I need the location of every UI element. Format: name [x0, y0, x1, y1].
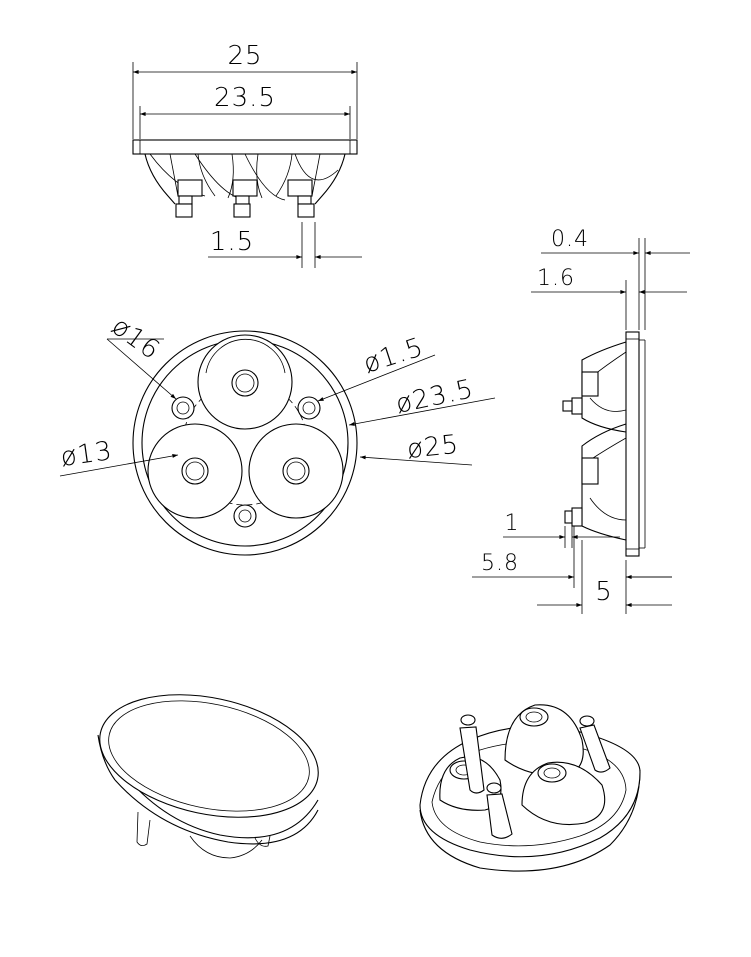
dim-label-1: 1 [505, 511, 520, 536]
top-elevation-view: 25 23.5 1.5 [132, 41, 362, 268]
side-elevation-view: 0.4 1.6 1 5.8 5 [472, 227, 690, 614]
outer-circle-25 [132, 330, 358, 556]
dia-label-23-5: ø23.5 [393, 374, 476, 420]
dim-label-5: 5 [595, 577, 613, 607]
lens-flange [132, 139, 358, 155]
dim-label-1-6: 1.6 [537, 266, 575, 291]
dim-label-0-4: 0.4 [551, 227, 589, 252]
dia-label-1-5: ø1.5 [360, 332, 428, 379]
side-flange [625, 331, 640, 557]
dim-label-1-5: 1.5 [210, 227, 254, 257]
dim-label-23-5: 23.5 [214, 83, 276, 113]
front-plan-view: ø16 ø1.5 ø23.5 ø13 ø25 [59, 311, 496, 556]
dim-label-25: 25 [227, 41, 262, 71]
isometric-front-view [97, 694, 319, 859]
dia-label-16: ø16 [106, 311, 166, 366]
isometric-back-view [419, 704, 641, 872]
dia-label-13: ø13 [59, 436, 115, 473]
dia-label-25: ø25 [406, 430, 461, 465]
dim-label-5-8: 5.8 [481, 551, 519, 576]
